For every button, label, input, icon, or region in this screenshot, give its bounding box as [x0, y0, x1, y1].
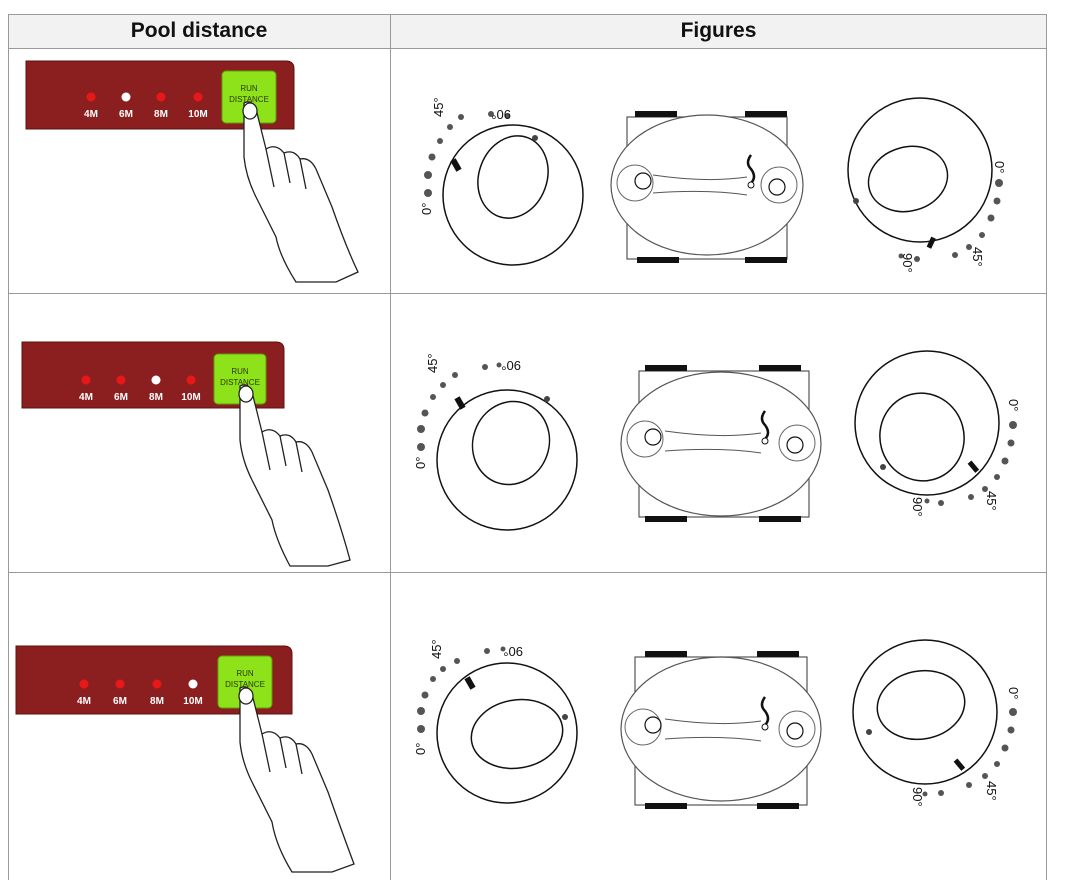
led-6m — [121, 92, 131, 102]
header-pool-distance: Pool distance — [8, 14, 390, 49]
pointing-hand — [238, 686, 355, 873]
led-4m — [81, 375, 91, 385]
run-label: RUN — [231, 367, 249, 376]
table-border-left — [8, 14, 9, 880]
header-figures-label: Figures — [680, 19, 757, 42]
dial-label-90: 90° — [910, 497, 925, 517]
left-dial: 45° 90° 0° — [413, 353, 578, 531]
dial-label-45: 45° — [984, 781, 999, 801]
middle-figure — [610, 111, 804, 263]
right-dial: 0° 45° 90° — [852, 639, 1021, 807]
header-pool-distance-label: Pool distance — [130, 19, 268, 42]
row-3-figures: 45° 90° 0° — [395, 635, 1043, 875]
left-dial: 45° 90° 0° — [413, 639, 578, 804]
left-dial: 45° 90° 0° — [419, 97, 584, 266]
led-label-4m: 4M — [79, 392, 93, 403]
dial-label-45: 45° — [425, 353, 440, 373]
dial-label-45: 45° — [970, 247, 985, 267]
middle-figure — [620, 651, 822, 809]
distance-label: DISTANCE — [220, 378, 260, 387]
led-4m — [79, 679, 89, 689]
led-label-6m: 6M — [119, 109, 133, 120]
dial-label-90: 90° — [501, 358, 521, 373]
led-4m — [86, 92, 96, 102]
led-8m — [151, 375, 161, 385]
run-label: RUN — [240, 84, 258, 93]
dial-label-0: 0° — [413, 743, 428, 755]
row-1-control-panel: 4M 6M 8M 10M RUN DISTANCE — [14, 55, 384, 285]
dial-label-45: 45° — [429, 639, 444, 659]
led-label-10m: 10M — [183, 696, 202, 707]
dial-label-0: 0° — [419, 203, 434, 215]
run-label: RUN — [236, 669, 254, 678]
dial-label-90: 90° — [491, 107, 511, 122]
led-label-8m: 8M — [154, 109, 168, 120]
led-10m — [193, 92, 203, 102]
right-dial: 0° 45° 90° — [847, 97, 1007, 273]
dial-label-45: 45° — [984, 491, 999, 511]
led-8m — [156, 92, 166, 102]
led-10m — [188, 679, 198, 689]
led-label-10m: 10M — [188, 109, 207, 120]
distance-label: DISTANCE — [225, 680, 265, 689]
table-divider-vertical — [390, 14, 391, 880]
distance-label: DISTANCE — [229, 95, 269, 104]
row-2-control-panel: 4M 6M 8M 10M RUN DISTANCE — [14, 334, 384, 569]
dial-label-90: 90° — [910, 787, 925, 807]
led-8m — [152, 679, 162, 689]
dial-label-0: 0° — [413, 457, 428, 469]
dial-label-90: 90° — [503, 644, 523, 659]
header-figures: Figures — [391, 14, 1046, 49]
led-label-8m: 8M — [149, 392, 163, 403]
row-3-control-panel: 4M 6M 8M 10M RUN DISTANCE — [6, 638, 384, 878]
led-label-8m: 8M — [150, 696, 164, 707]
table-border-right — [1046, 14, 1047, 880]
dial-label-0: 0° — [992, 161, 1007, 173]
led-6m — [115, 679, 125, 689]
row-divider-1 — [8, 293, 1047, 294]
row-1-figures: 45° 90° 0° — [395, 55, 1043, 287]
led-10m — [186, 375, 196, 385]
led-label-10m: 10M — [181, 392, 200, 403]
pointing-hand — [238, 384, 351, 567]
led-label-4m: 4M — [84, 109, 98, 120]
dial-label-0: 0° — [1006, 399, 1021, 411]
dial-label-90: 90° — [900, 253, 915, 273]
led-label-6m: 6M — [114, 392, 128, 403]
led-label-4m: 4M — [77, 696, 91, 707]
row-divider-2 — [8, 572, 1047, 573]
led-label-6m: 6M — [113, 696, 127, 707]
table-border-top — [8, 14, 1047, 15]
pointing-hand — [242, 101, 359, 283]
middle-figure — [620, 365, 822, 522]
dial-label-45: 45° — [431, 97, 446, 117]
row-2-figures: 45° 90° 0° — [395, 335, 1043, 569]
led-6m — [116, 375, 126, 385]
right-dial: 0° 45° 90° — [854, 350, 1021, 517]
dial-label-0: 0° — [1006, 687, 1021, 699]
